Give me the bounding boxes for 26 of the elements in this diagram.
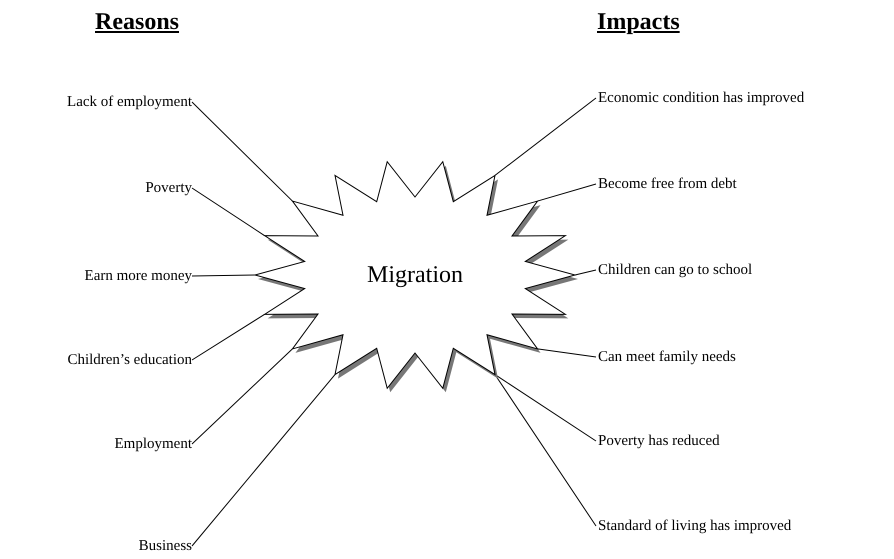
node-label: Employment (114, 435, 192, 454)
connector-line (494, 374, 596, 442)
node-label: Children’s education (67, 351, 192, 370)
node-label: Become free from debt (598, 175, 737, 194)
connector-line (537, 184, 596, 202)
node-label: Lack of employment (67, 93, 192, 112)
connector-line (494, 98, 596, 176)
connector-line (537, 348, 596, 358)
connector-line (192, 188, 266, 236)
node-label: Business (138, 537, 192, 556)
node-label: Poverty has reduced (598, 432, 720, 451)
connector-line (192, 374, 336, 546)
node-label: Children can go to school (598, 261, 752, 280)
connector-line (192, 348, 293, 444)
heading: Reasons (95, 8, 180, 37)
node-label: Standard of living has improved (598, 517, 792, 536)
node-label: Poverty (145, 179, 192, 198)
node-label: Earn more money (84, 267, 192, 286)
connector-line (192, 102, 293, 202)
connector-line (192, 314, 266, 360)
heading: Impacts (597, 8, 680, 37)
node-text: Migration (367, 261, 463, 290)
node-label: Can meet family needs (598, 348, 736, 367)
node-label: Economic condition has improved (598, 89, 804, 108)
connector-line (574, 270, 596, 276)
connector-line (192, 274, 256, 276)
